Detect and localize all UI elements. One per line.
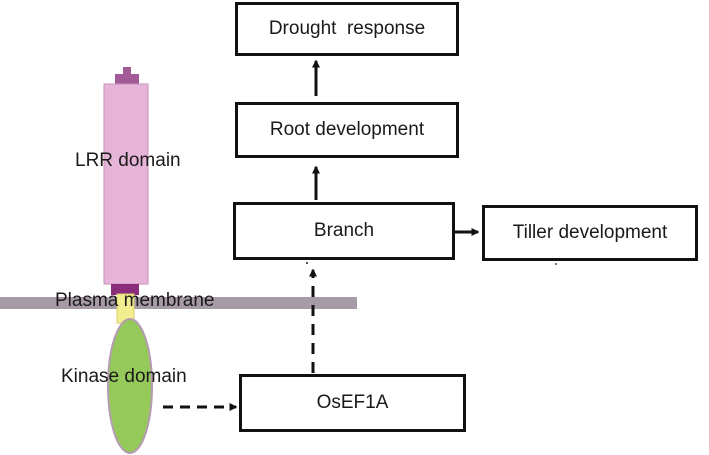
kinase-domain-shape — [107, 318, 153, 454]
drought-response-box: Drought response — [235, 2, 459, 56]
root-development-text: Root development — [269, 119, 425, 140]
lrr-domain-shape — [103, 83, 149, 285]
lrr-membrane-cap — [111, 284, 139, 295]
drought-response-text: Drought response — [268, 18, 426, 39]
stray-mark-right — [555, 263, 557, 265]
root-development-box: Root development — [235, 102, 459, 158]
tiller-development-text: Tiller development — [512, 222, 668, 243]
osef1a-text: OsEF1A — [316, 392, 389, 413]
osef1a-box: OsEF1A — [239, 374, 466, 432]
receptor-top-cap — [115, 74, 139, 86]
branch-box: Branch — [233, 202, 455, 260]
kinase-domain-label: Kinase domain — [61, 366, 187, 387]
plasma-membrane-label: Plasma membrane — [55, 290, 215, 311]
stray-mark-left — [306, 262, 308, 264]
lrr-domain-label: LRR domain — [75, 150, 181, 171]
branch-text: Branch — [313, 220, 375, 241]
receptor-top-tip — [123, 67, 131, 75]
tiller-development-box: Tiller development — [482, 205, 698, 261]
plasma-membrane-bar — [0, 297, 357, 309]
